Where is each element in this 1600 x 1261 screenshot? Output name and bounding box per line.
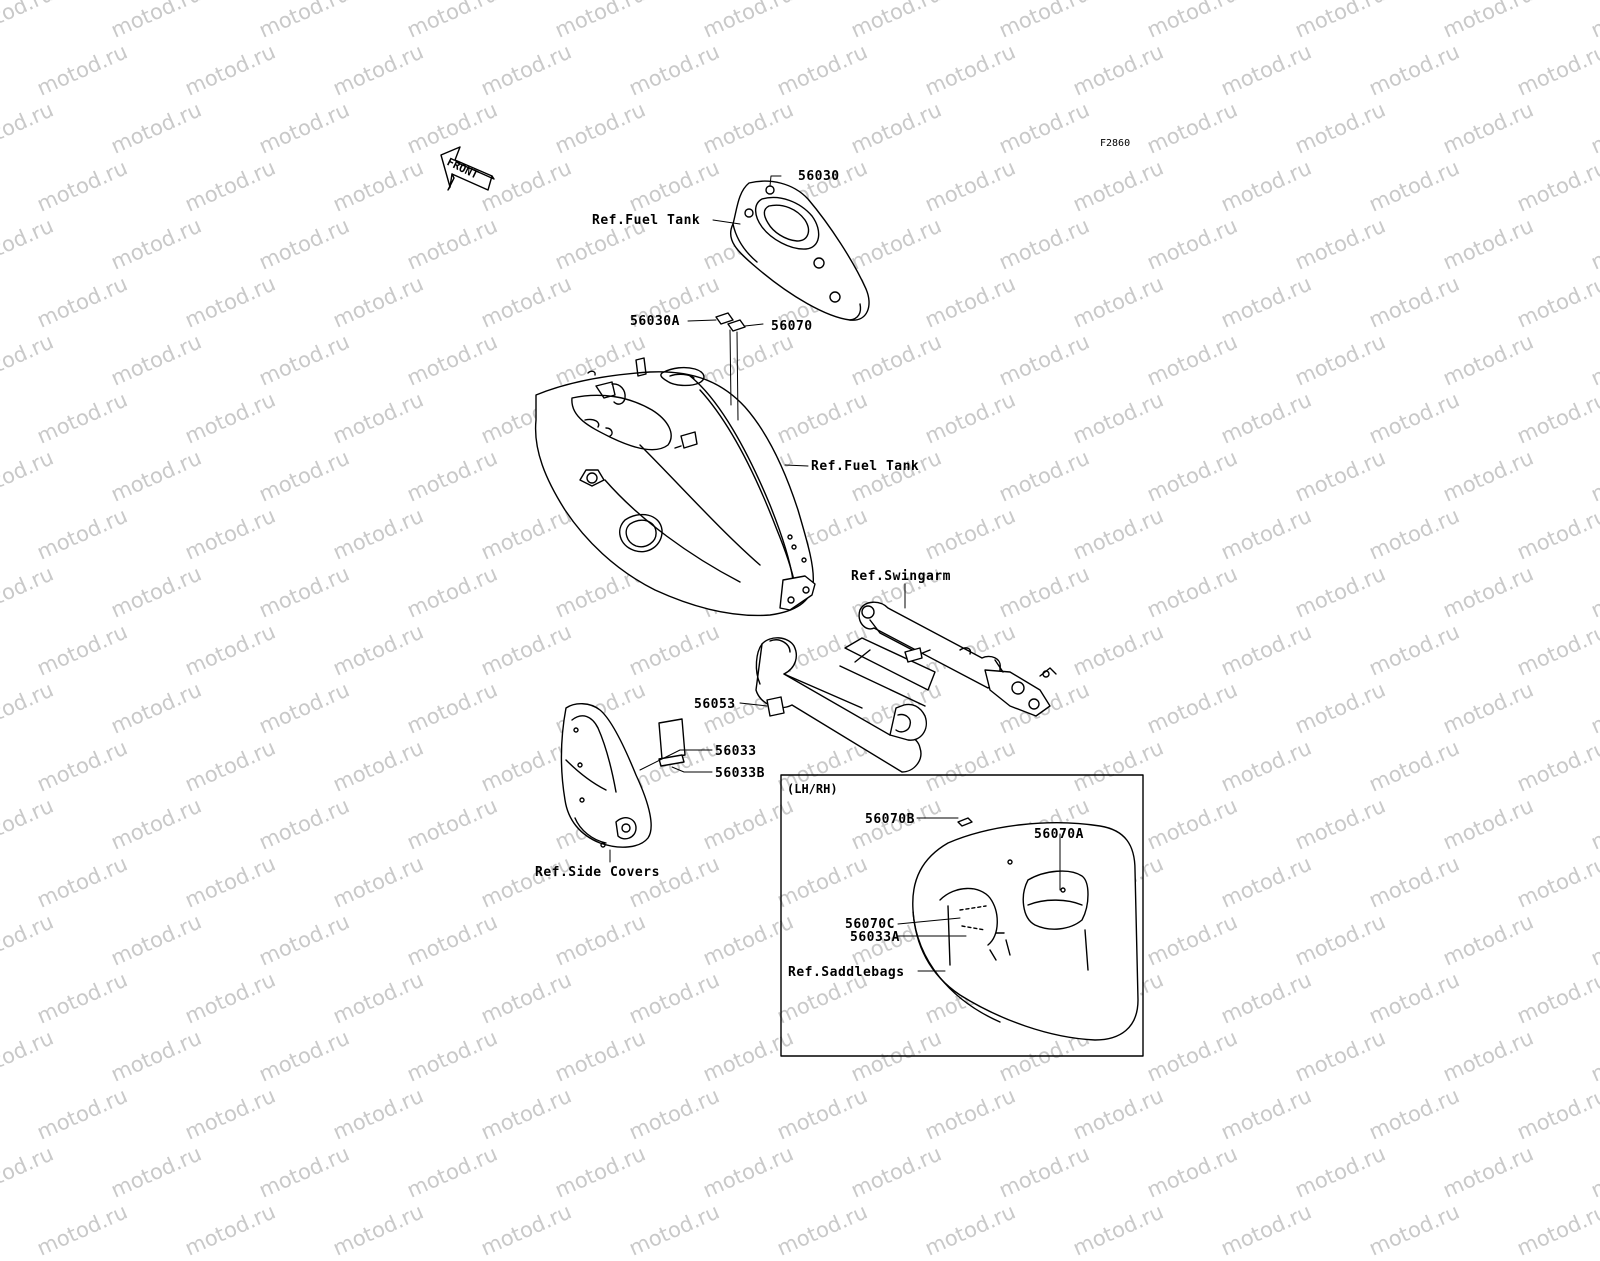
label-56070B: 56070B — [865, 812, 915, 827]
side-cover — [560, 703, 652, 848]
watermark-text: motod.ru — [477, 1199, 576, 1261]
watermark-text: motod.ru — [181, 1199, 280, 1261]
stickers-56053-56033 — [658, 696, 785, 767]
watermark-text: motod.ru — [1513, 1199, 1600, 1261]
watermark-text: motod.ru — [33, 1199, 132, 1261]
watermark-text: motod.ru — [1069, 1199, 1168, 1261]
label-56070A: 56070A — [1034, 827, 1084, 842]
label-56033B: 56033B — [715, 766, 765, 781]
tank-console-panel — [730, 180, 870, 321]
label-56033: 56033 — [715, 744, 757, 759]
fuel-tank — [534, 357, 816, 617]
label-56070C: 56070C — [845, 917, 895, 932]
label-ref-fuel-tank-main: Ref.Fuel Tank — [811, 459, 920, 474]
label-56030A: 56030A — [630, 314, 680, 329]
swingarm — [755, 601, 1057, 773]
label-56030: 56030 — [798, 169, 840, 184]
inset-title: (LH/RH) — [787, 782, 838, 796]
label-ref-fuel-tank-top: Ref.Fuel Tank — [592, 213, 701, 228]
watermark-text: motod.ru — [329, 1199, 428, 1261]
stickers-56030A-56070 — [715, 312, 746, 332]
watermark-text: motod.ru — [625, 1199, 724, 1261]
label-ref-saddlebags: Ref.Saddlebags — [788, 965, 905, 980]
watermark-text: motod.ru — [1217, 1199, 1316, 1261]
label-ref-swingarm: Ref.Swingarm — [851, 569, 951, 584]
watermark-text: motod.ru — [773, 1199, 872, 1261]
figure-code: F2860 — [1100, 138, 1131, 149]
watermark-text: motod.ru — [1365, 1199, 1464, 1261]
watermark-text: motod.ru — [921, 1199, 1020, 1261]
label-ref-side-covers: Ref.Side Covers — [535, 865, 660, 880]
label-56070: 56070 — [771, 319, 813, 334]
label-56053: 56053 — [694, 697, 736, 712]
inset-frame — [780, 774, 1144, 1057]
leader-lines — [609, 175, 1061, 972]
label-56033A: 56033A — [850, 930, 900, 945]
saddlebag — [912, 817, 1139, 1041]
diagram-drawing — [440, 146, 1144, 1057]
front-arrow-icon — [440, 146, 495, 191]
